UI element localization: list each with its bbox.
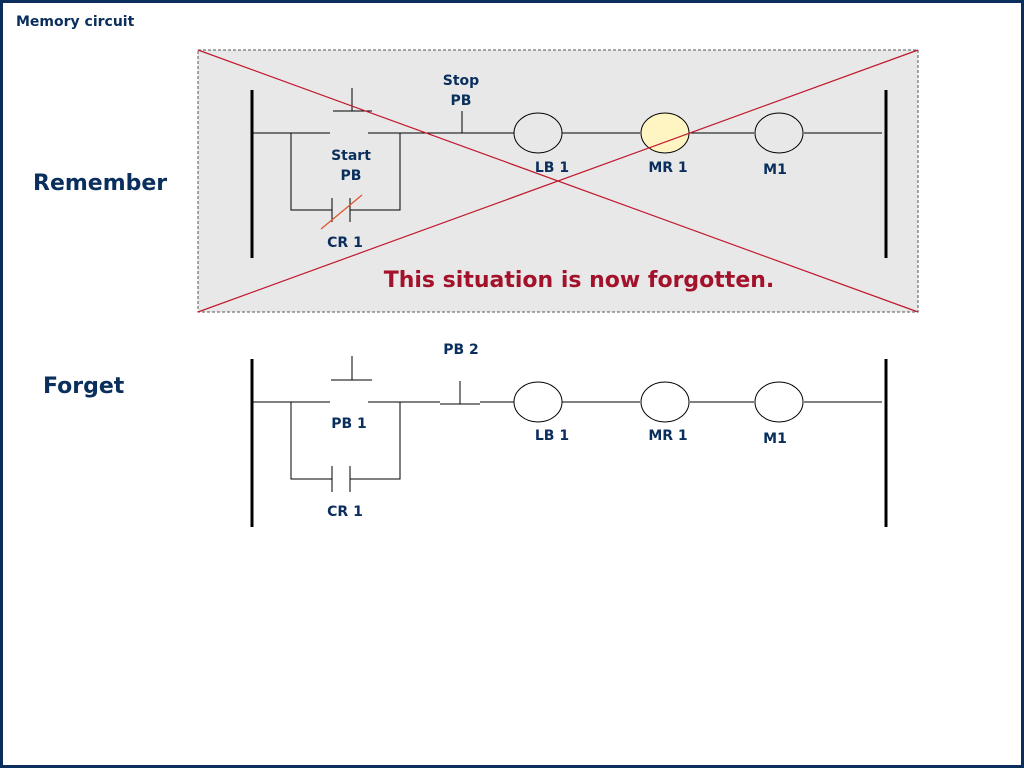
start-pb-label-2: PB <box>341 168 362 184</box>
start-pb-label-1: Start <box>331 148 371 164</box>
lb1-label: LB 1 <box>535 428 569 444</box>
cr1-label: CR 1 <box>327 504 363 520</box>
remember-label: Remember <box>33 171 168 196</box>
mr1-label: MR 1 <box>648 160 687 176</box>
seal-branch <box>290 133 401 222</box>
pb1-label: PB 1 <box>331 416 367 432</box>
stop-pb-label-1: Stop <box>443 73 479 89</box>
lb1-label: LB 1 <box>535 160 569 176</box>
pb1-pushbutton <box>331 356 372 381</box>
pb2-pushbutton <box>440 381 480 405</box>
m1-label: M1 <box>763 162 787 178</box>
cr-contact-slash <box>320 194 363 230</box>
m1-label: M1 <box>763 431 787 447</box>
cr1-label: CR 1 <box>327 235 363 251</box>
slide-title: Memory circuit <box>16 14 135 30</box>
lb1-coil <box>513 381 563 423</box>
m1-coil <box>754 112 804 154</box>
pb2-label: PB 2 <box>443 342 479 358</box>
forgotten-note: This situation is now forgotten. <box>384 268 775 293</box>
stop-pb-label-2: PB <box>451 93 472 109</box>
mr1-coil <box>640 112 690 154</box>
mr1-coil <box>640 381 690 423</box>
forget-rung: PB 2 PB 1 CR 1 LB 1 MR 1 M1 <box>250 342 888 527</box>
cross-line-2 <box>197 49 919 313</box>
mr1-label: MR 1 <box>648 428 687 444</box>
forget-label: Forget <box>43 374 125 399</box>
m1-coil <box>754 381 804 423</box>
lb1-coil <box>513 112 563 154</box>
stop-pushbutton <box>442 111 482 134</box>
remember-rung: Stop PB Start PB CR 1 LB 1 MR 1 M1 This … <box>197 49 919 313</box>
seal-branch <box>290 402 401 492</box>
